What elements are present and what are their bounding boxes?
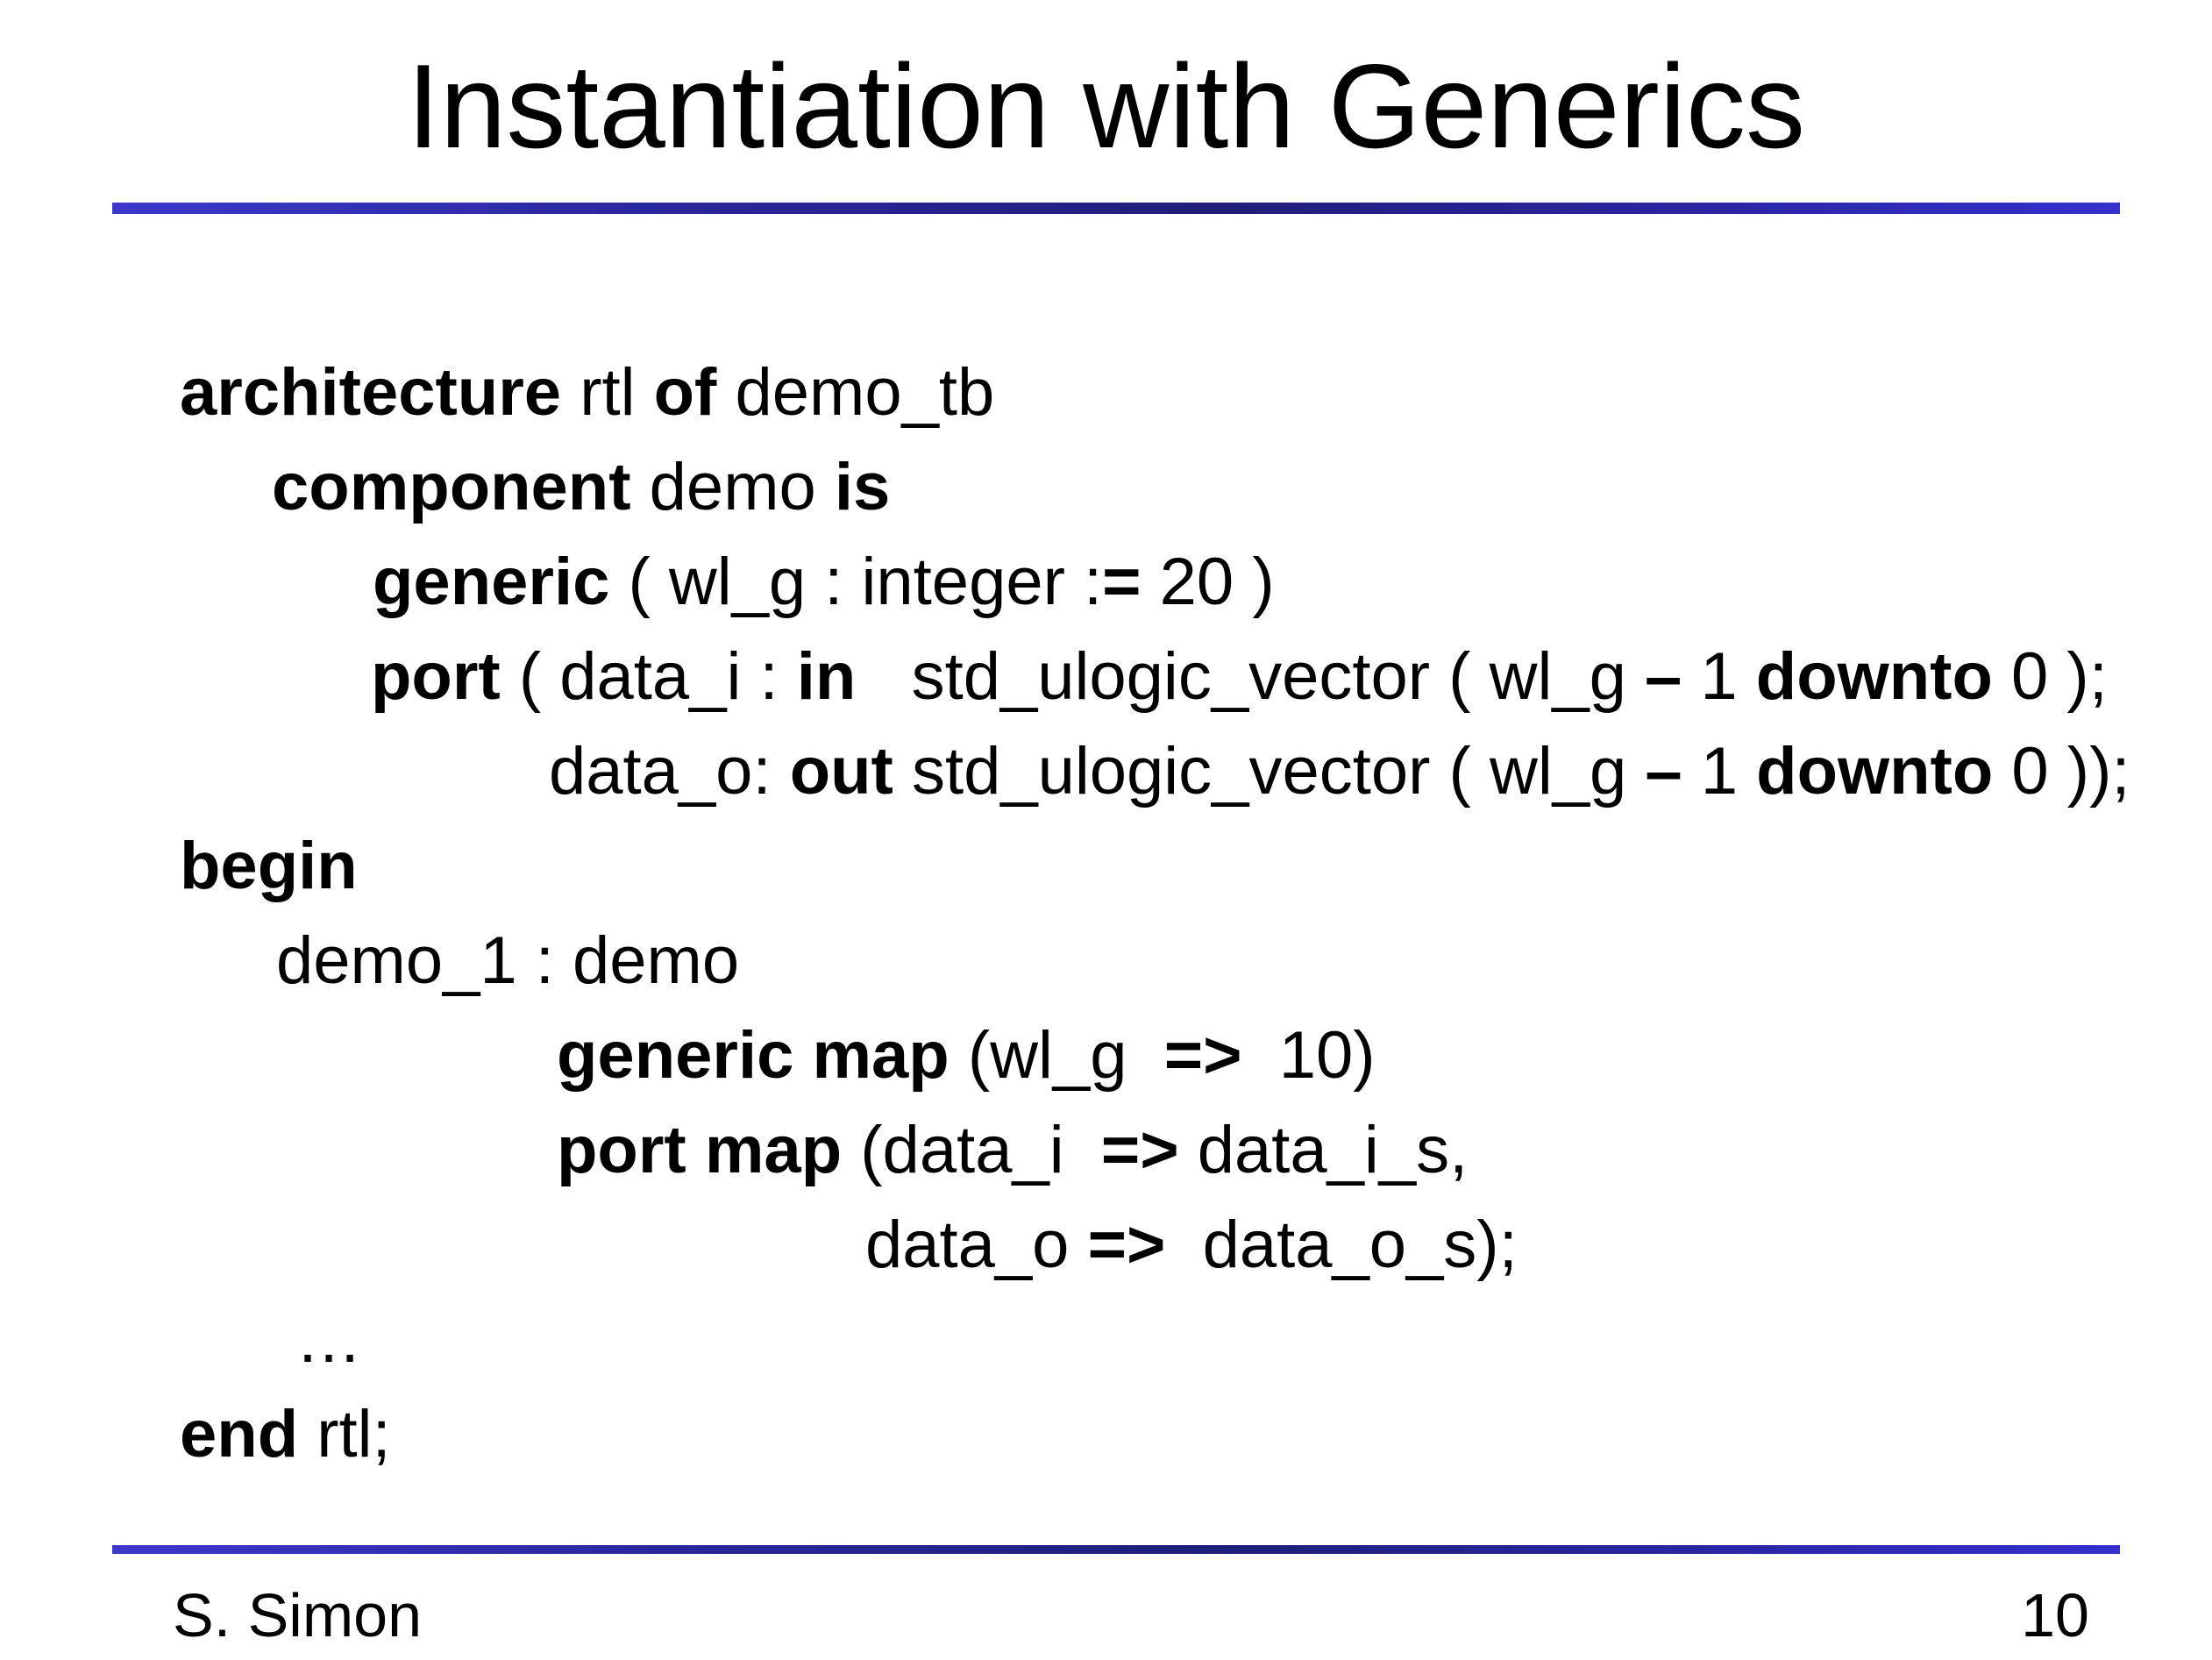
code-line: component demo is	[180, 440, 2130, 535]
code-text: 0 ));	[1993, 734, 2130, 809]
code-text: 20 )	[1141, 545, 1275, 619]
code-line: generic ( wl_g : integer := 20 )	[180, 535, 2130, 630]
code-keyword: begin	[180, 829, 358, 903]
code-keyword: –	[1645, 639, 1682, 714]
code-keyword: =>	[1100, 1113, 1179, 1187]
footer-divider	[112, 1545, 2120, 1554]
code-text: data_o:	[549, 734, 790, 809]
code-line: data_o => data_o_s);	[180, 1198, 2130, 1293]
code-line: architecture rtl of demo_tb	[180, 346, 2130, 440]
code-text: data_i_s,	[1178, 1113, 1469, 1187]
code-text: ( data_i :	[500, 639, 797, 714]
code-text: rtl;	[298, 1397, 391, 1471]
code-text: data_o_s);	[1165, 1208, 1518, 1282]
code-line: begin	[180, 819, 2130, 914]
title-underline	[112, 203, 2120, 214]
code-text: demo	[630, 450, 835, 524]
code-text: …	[295, 1302, 362, 1377]
code-line: demo_1 : demo	[180, 914, 2130, 1008]
code-keyword: =	[1102, 545, 1142, 619]
code-text: (data_i	[842, 1113, 1101, 1187]
code-line: end rtl;	[180, 1387, 2130, 1482]
code-keyword: is	[834, 450, 891, 524]
code-line: …	[180, 1293, 2130, 1387]
code-line: port ( data_i : in std_ulogic_vector ( w…	[180, 630, 2130, 724]
code-text: 1	[1682, 734, 1757, 809]
code-keyword: generic	[373, 545, 610, 619]
code-text: std_ulogic_vector ( wl_g	[893, 734, 1646, 809]
footer-author: S. Simon	[173, 1581, 422, 1649]
code-text: rtl	[561, 355, 654, 430]
code-keyword: =>	[1087, 1208, 1166, 1282]
code-text: (wl_g	[949, 1018, 1164, 1093]
code-text: ( wl_g : integer :	[609, 545, 1103, 619]
code-keyword: of	[653, 355, 717, 430]
code-text: 1	[1682, 639, 1756, 714]
code-text: demo_tb	[716, 355, 995, 430]
code-keyword: downto	[1756, 734, 1994, 809]
code-keyword: component	[272, 450, 631, 524]
code-text: std_ulogic_vector ( wl_g	[856, 639, 1646, 714]
code-text: 10)	[1241, 1018, 1376, 1093]
code-line: generic map (wl_g => 10)	[180, 1008, 2130, 1103]
code-text: 0 );	[1992, 639, 2108, 714]
code-keyword: =>	[1163, 1018, 1242, 1093]
code-keyword: architecture	[180, 355, 562, 430]
code-line: port map (data_i => data_i_s,	[180, 1103, 2130, 1198]
code-keyword: downto	[1755, 639, 1993, 714]
code-keyword: end	[180, 1397, 299, 1471]
page-number: 10	[2021, 1581, 2089, 1649]
code-keyword: –	[1645, 734, 1682, 809]
code-line: data_o: out std_ulogic_vector ( wl_g – 1…	[180, 724, 2130, 819]
code-keyword: port map	[557, 1113, 843, 1187]
code-keyword: in	[796, 639, 857, 714]
slide-title: Instantiation with Generics	[406, 39, 1805, 173]
code-keyword: port	[371, 639, 501, 714]
code-keyword: generic map	[557, 1018, 950, 1093]
code-text: demo_1 : demo	[276, 923, 740, 998]
code-keyword: out	[789, 734, 893, 809]
code-text: data_o	[865, 1208, 1088, 1282]
